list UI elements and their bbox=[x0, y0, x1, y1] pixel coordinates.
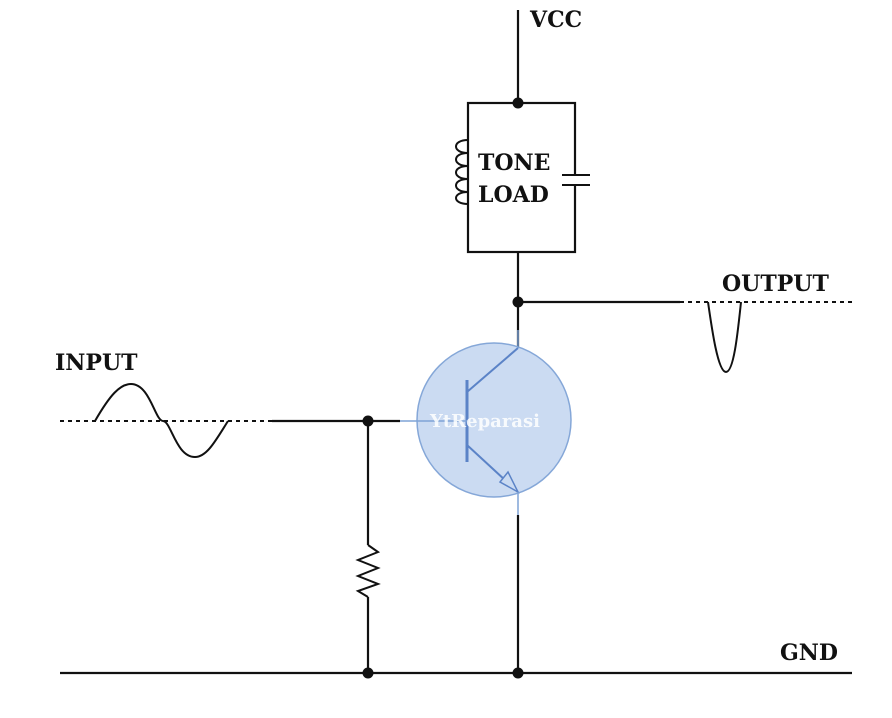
resistor-icon bbox=[355, 544, 381, 598]
output-label: OUTPUT bbox=[722, 271, 829, 297]
transistor-icon bbox=[400, 330, 572, 515]
tone-load-box bbox=[466, 101, 577, 254]
inductor-icon bbox=[455, 139, 469, 205]
watermark-text: YtReparasi bbox=[429, 411, 540, 432]
input-label: INPUT bbox=[55, 350, 138, 376]
load-label: LOAD bbox=[478, 182, 549, 208]
input-sine-waveform bbox=[94, 382, 229, 459]
capacitor-icon bbox=[562, 174, 590, 186]
junction-dot-ground-right bbox=[512, 667, 524, 679]
output-pulse-waveform bbox=[707, 301, 742, 374]
tone-label: TONE bbox=[478, 150, 550, 176]
junction-dot-vcc bbox=[512, 97, 524, 109]
junction-dot-output bbox=[512, 296, 524, 308]
junction-dot-ground-left bbox=[362, 667, 374, 679]
gnd-label: GND bbox=[780, 640, 838, 666]
junction-dot-base bbox=[362, 415, 374, 427]
vcc-label: VCC bbox=[529, 7, 582, 33]
